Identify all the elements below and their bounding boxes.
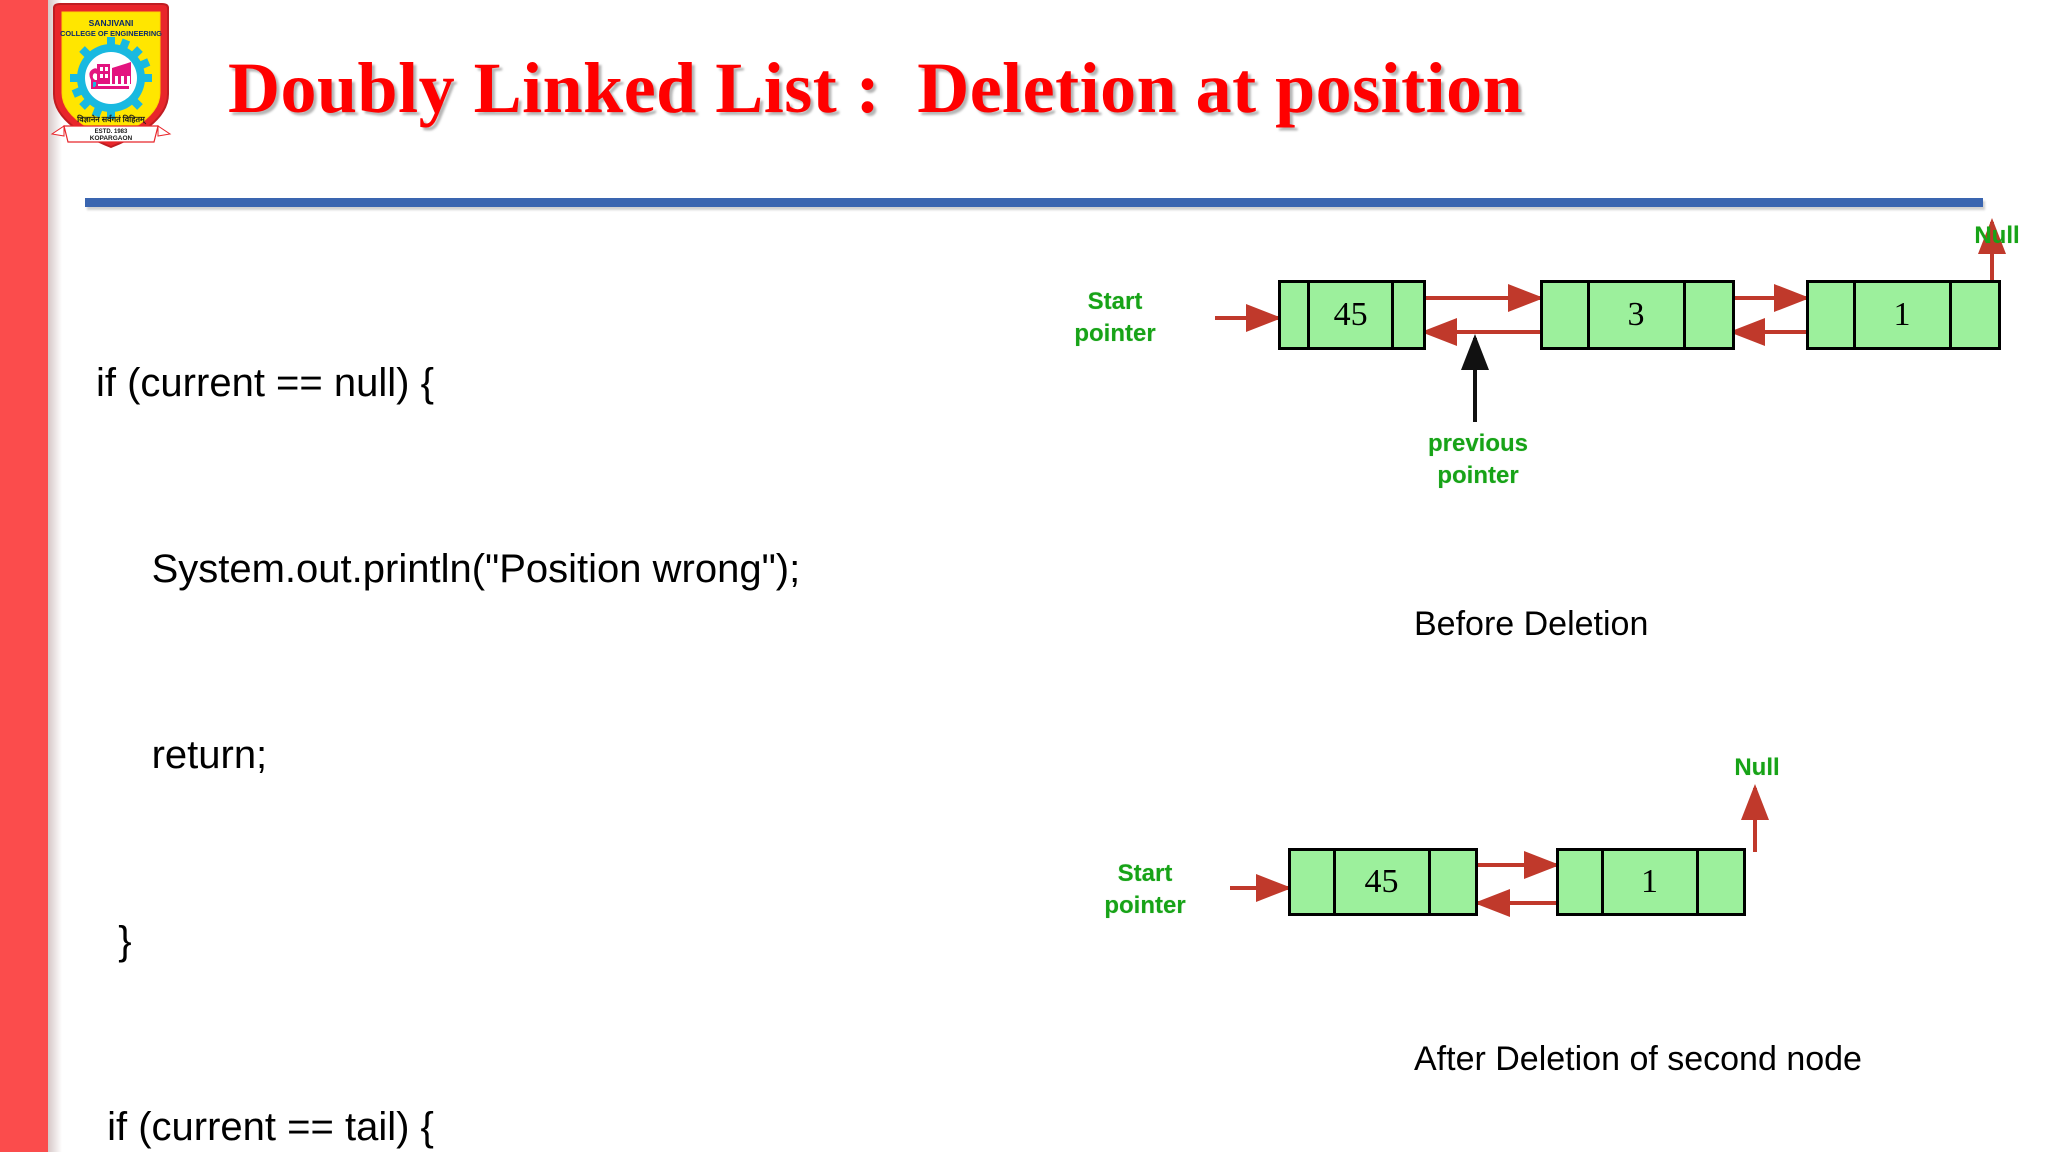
college-logo: SANJIVANI COLLEGE OF ENGINEERING: [46, 2, 176, 150]
node-prev-cell: [1559, 851, 1604, 913]
node-next-cell: [1686, 283, 1732, 347]
page-title: Doubly Linked List : Deletion at positio…: [228, 48, 1524, 128]
title-divider: [85, 198, 1983, 207]
diagram-before-deletion: Null Start pointer previous pointer 45 3…: [1000, 218, 2040, 570]
left-accent-bar: [0, 0, 48, 1152]
node-next-cell: [1431, 851, 1476, 913]
code-line: if (current == null) {: [96, 361, 434, 405]
node-next-cell: [1699, 851, 1744, 913]
code-line: if (current == tail) {: [96, 1105, 434, 1149]
list-node: 45: [1278, 280, 1426, 350]
caption-before-deletion: Before Deletion: [1414, 605, 1649, 643]
caption-after-deletion: After Deletion of second node: [1414, 1040, 1862, 1078]
list-node: 45: [1288, 848, 1478, 916]
node-next-cell: [1952, 283, 1998, 347]
svg-text:KOPARGAON: KOPARGAON: [90, 135, 133, 142]
code-block: if (current == null) { System.out.printl…: [96, 228, 996, 1152]
start-pointer-label: Start pointer: [1104, 860, 1186, 919]
svg-text:COLLEGE OF ENGINEERING: COLLEGE OF ENGINEERING: [60, 29, 162, 38]
code-line: return;: [96, 733, 268, 777]
node-prev-cell: [1543, 283, 1590, 347]
svg-text:विज्ञानेन सर्वगतं विहितम्: विज्ञानेन सर्वगतं विहितम्: [76, 114, 147, 125]
start-pointer-label: Start pointer: [1074, 288, 1156, 347]
left-accent-bar-shadow: [48, 0, 62, 1152]
before-deletion-arrows: [1215, 218, 2006, 422]
node-prev-cell: [1281, 283, 1310, 347]
node-data-cell: 45: [1310, 283, 1395, 347]
null-label: Null: [1974, 222, 2020, 249]
code-line: System.out.println("Position wrong");: [96, 547, 801, 591]
null-label: Null: [1734, 754, 1780, 781]
code-line: }: [96, 919, 132, 963]
svg-text:SANJIVANI: SANJIVANI: [89, 18, 134, 28]
node-prev-cell: [1809, 283, 1856, 347]
node-next-cell: [1394, 283, 1423, 347]
list-node: 1: [1806, 280, 2001, 350]
list-node: 3: [1540, 280, 1735, 350]
previous-pointer-label: previous pointer: [1427, 430, 1529, 489]
list-node: 1: [1556, 848, 1746, 916]
node-data-cell: 1: [1604, 851, 1699, 913]
node-data-cell: 45: [1336, 851, 1431, 913]
node-prev-cell: [1291, 851, 1336, 913]
svg-text:ESTD. 1983: ESTD. 1983: [95, 129, 128, 135]
diagram-after-deletion: Null Start pointer 45 1: [1090, 740, 2040, 970]
node-data-cell: 1: [1856, 283, 1952, 347]
node-data-cell: 3: [1590, 283, 1686, 347]
after-deletion-arrows: [1230, 784, 1769, 917]
